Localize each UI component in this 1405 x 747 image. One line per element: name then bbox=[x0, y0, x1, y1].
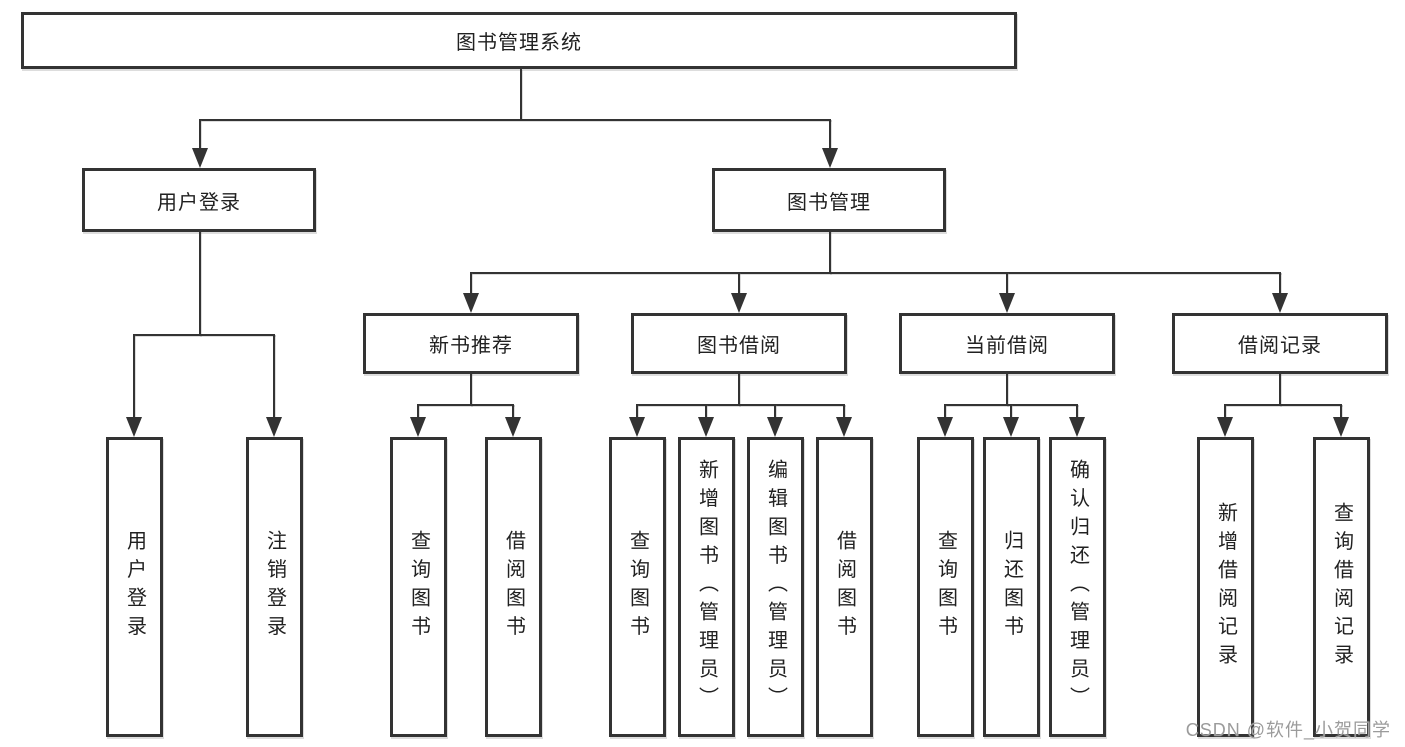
leaf-label: 确认归还（管理员） bbox=[1066, 459, 1089, 715]
connector-user-login-bar bbox=[133, 334, 275, 336]
leaf-label: 编辑图书（管理员） bbox=[764, 459, 787, 715]
leaf-borrow-books-1: 借阅图书 bbox=[485, 437, 542, 737]
arrowhead-down-icon bbox=[767, 417, 783, 437]
node-borrow-records: 借阅记录 bbox=[1172, 313, 1388, 374]
connector-drop bbox=[1279, 272, 1281, 295]
node-label: 图书管理 bbox=[787, 191, 871, 214]
leaf-label: 新增图书（管理员） bbox=[695, 459, 718, 715]
leaf-return-books: 归还图书 bbox=[983, 437, 1040, 737]
connector-drop bbox=[1340, 404, 1342, 419]
connector-drop bbox=[944, 404, 946, 419]
arrowhead-down-icon bbox=[1217, 417, 1233, 437]
connector-group-bar bbox=[1224, 404, 1342, 406]
arrowhead-down-icon bbox=[266, 417, 282, 437]
connector-book-mgmt-stem bbox=[829, 231, 831, 274]
node-root-library-system: 图书管理系统 bbox=[21, 12, 1017, 69]
connector-drop bbox=[1010, 404, 1012, 419]
connector-drop bbox=[774, 404, 776, 419]
leaf-add-borrow-record: 新增借阅记录 bbox=[1197, 437, 1254, 737]
connector-level3-bar bbox=[470, 272, 1281, 274]
connector-drop bbox=[636, 404, 638, 419]
node-label: 图书借阅 bbox=[697, 335, 781, 357]
node-book-management: 图书管理 bbox=[712, 168, 946, 232]
csdn-watermark: CSDN @软件_小贺同学 bbox=[1185, 720, 1391, 740]
connector-drop bbox=[1006, 272, 1008, 295]
arrowhead-down-icon bbox=[126, 417, 142, 437]
node-label: 当前借阅 bbox=[965, 335, 1049, 357]
connector-drop bbox=[829, 119, 831, 150]
connector-drop bbox=[417, 404, 419, 419]
leaf-label: 注销登录 bbox=[263, 530, 286, 644]
connector-drop bbox=[705, 404, 707, 419]
node-label: 用户登录 bbox=[157, 191, 241, 214]
connector-drop bbox=[738, 272, 740, 295]
leaf-label: 归还图书 bbox=[1000, 530, 1023, 644]
node-book-borrowing: 图书借阅 bbox=[631, 313, 847, 374]
arrowhead-down-icon bbox=[836, 417, 852, 437]
leaf-query-borrow-record: 查询借阅记录 bbox=[1313, 437, 1370, 737]
arrowhead-down-icon bbox=[698, 417, 714, 437]
connector-group-bar bbox=[417, 404, 514, 406]
leaf-label: 用户登录 bbox=[123, 530, 146, 644]
connector-drop bbox=[843, 404, 845, 419]
arrowhead-down-icon bbox=[731, 293, 747, 313]
leaf-label: 查询借阅记录 bbox=[1330, 501, 1353, 673]
leaf-edit-books-admin: 编辑图书（管理员） bbox=[747, 437, 804, 737]
connector-level2-bar bbox=[199, 119, 831, 121]
connector-group-stem bbox=[1006, 373, 1008, 406]
connector-group-bar bbox=[636, 404, 845, 406]
leaf-label: 新增借阅记录 bbox=[1214, 501, 1237, 673]
connector-group-stem bbox=[1279, 373, 1281, 406]
connector-drop bbox=[273, 334, 275, 419]
connector-user-login-stem bbox=[199, 231, 201, 336]
arrowhead-down-icon bbox=[822, 148, 838, 168]
connector-drop bbox=[1224, 404, 1226, 419]
connector-drop bbox=[512, 404, 514, 419]
arrowhead-down-icon bbox=[999, 293, 1015, 313]
leaf-query-books-3: 查询图书 bbox=[917, 437, 974, 737]
arrowhead-down-icon bbox=[1003, 417, 1019, 437]
connector-drop bbox=[470, 272, 472, 295]
leaf-query-books-2: 查询图书 bbox=[609, 437, 666, 737]
arrowhead-down-icon bbox=[629, 417, 645, 437]
connector-root-stem bbox=[520, 69, 522, 120]
arrowhead-down-icon bbox=[463, 293, 479, 313]
arrowhead-down-icon bbox=[1069, 417, 1085, 437]
leaf-confirm-return-admin: 确认归还（管理员） bbox=[1049, 437, 1106, 737]
node-label: 借阅记录 bbox=[1238, 335, 1322, 357]
arrowhead-down-icon bbox=[1272, 293, 1288, 313]
node-current-borrowing: 当前借阅 bbox=[899, 313, 1115, 374]
node-label: 新书推荐 bbox=[429, 335, 513, 357]
leaf-label: 查询图书 bbox=[626, 530, 649, 644]
arrowhead-down-icon bbox=[1333, 417, 1349, 437]
arrowhead-down-icon bbox=[192, 148, 208, 168]
leaf-add-books-admin: 新增图书（管理员） bbox=[678, 437, 735, 737]
connector-group-stem bbox=[470, 373, 472, 406]
node-user-login: 用户登录 bbox=[82, 168, 316, 232]
arrowhead-down-icon bbox=[410, 417, 426, 437]
node-label: 图书管理系统 bbox=[456, 32, 582, 54]
leaf-user-login: 用户登录 bbox=[106, 437, 163, 737]
node-new-book-recommend: 新书推荐 bbox=[363, 313, 579, 374]
leaf-borrow-books-2: 借阅图书 bbox=[816, 437, 873, 737]
connector-drop bbox=[133, 334, 135, 419]
arrowhead-down-icon bbox=[937, 417, 953, 437]
leaf-logout: 注销登录 bbox=[246, 437, 303, 737]
leaf-query-books-1: 查询图书 bbox=[390, 437, 447, 737]
connector-drop bbox=[1076, 404, 1078, 419]
arrowhead-down-icon bbox=[505, 417, 521, 437]
leaf-label: 查询图书 bbox=[934, 530, 957, 644]
leaf-label: 借阅图书 bbox=[502, 530, 525, 644]
connector-group-stem bbox=[738, 373, 740, 406]
leaf-label: 借阅图书 bbox=[833, 530, 856, 644]
connector-drop bbox=[199, 119, 201, 150]
leaf-label: 查询图书 bbox=[407, 530, 430, 644]
